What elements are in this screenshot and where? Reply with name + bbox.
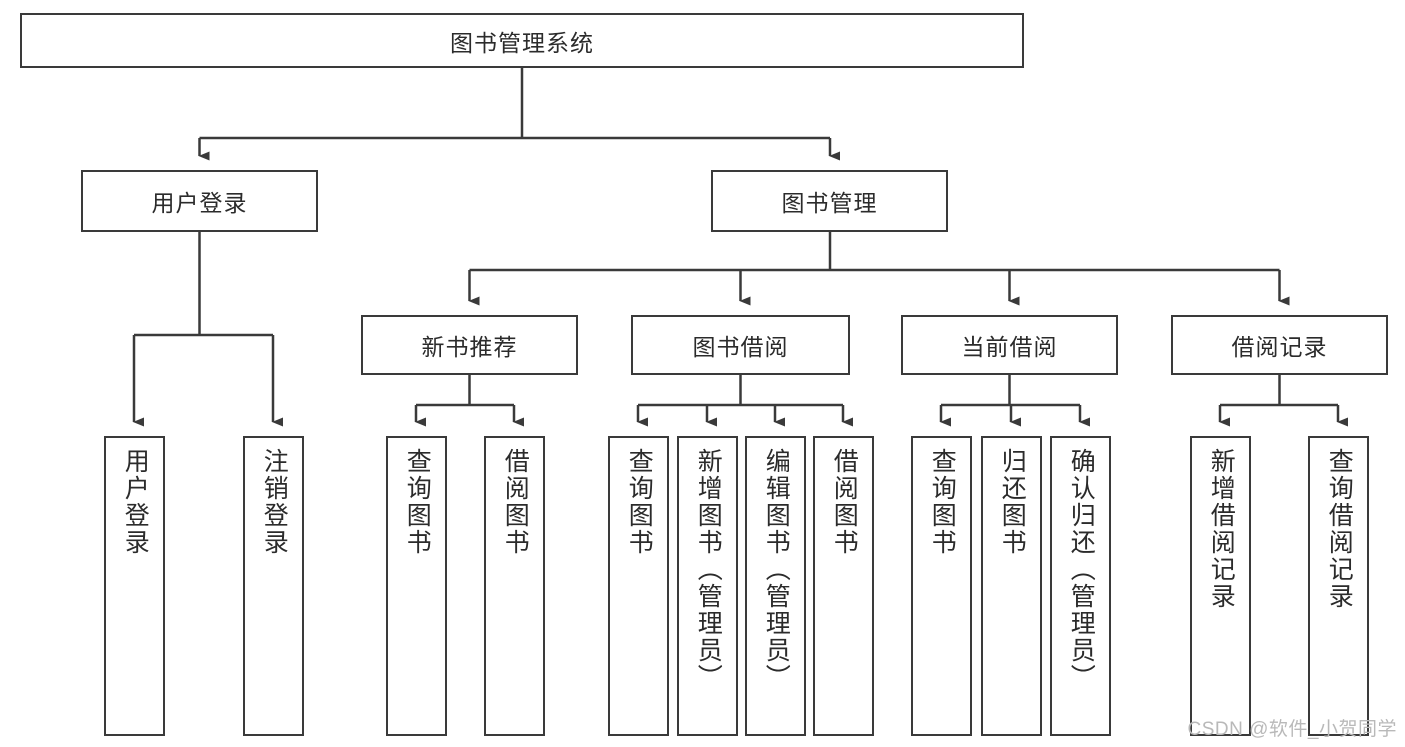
leaf-node[interactable]: 查询图书 [911, 436, 972, 736]
node-current-borrow-label: 当前借阅 [961, 334, 1058, 360]
leaf-node-label: 新增图书（管理员） [694, 448, 723, 691]
leaf-node[interactable]: 用户登录 [104, 436, 165, 736]
leaf-node-label: 查询图书 [928, 448, 957, 556]
leaf-node[interactable]: 查询图书 [608, 436, 669, 736]
node-current-borrow[interactable]: 当前借阅 [901, 315, 1118, 375]
leaf-node[interactable]: 注销登录 [243, 436, 304, 736]
leaf-node[interactable]: 借阅图书 [813, 436, 874, 736]
leaf-node-label: 编辑图书（管理员） [762, 448, 791, 691]
node-root[interactable]: 图书管理系统 [20, 13, 1024, 68]
leaf-node[interactable]: 归还图书 [981, 436, 1042, 736]
node-borrow-record[interactable]: 借阅记录 [1171, 315, 1388, 375]
leaf-node-label: 新增借阅记录 [1207, 448, 1236, 610]
leaf-node-label: 用户登录 [121, 448, 150, 556]
node-book-management-label: 图书管理 [781, 190, 878, 216]
node-book-borrow-label: 图书借阅 [692, 334, 789, 360]
node-user-login-label: 用户登录 [151, 190, 248, 216]
leaf-node-label: 借阅图书 [501, 448, 530, 556]
leaf-node[interactable]: 新增借阅记录 [1190, 436, 1251, 736]
leaf-node[interactable]: 编辑图书（管理员） [745, 436, 806, 736]
watermark-text: CSDN @软件_小贺同学 [1187, 719, 1397, 740]
leaf-node[interactable]: 借阅图书 [484, 436, 545, 736]
leaf-node[interactable]: 查询图书 [386, 436, 447, 736]
node-new-book-recommend-label: 新书推荐 [421, 334, 518, 360]
node-user-login[interactable]: 用户登录 [81, 170, 318, 232]
leaf-node-label: 借阅图书 [830, 448, 859, 556]
node-root-label: 图书管理系统 [450, 29, 594, 56]
node-new-book-recommend[interactable]: 新书推荐 [361, 315, 578, 375]
leaf-node-label: 查询图书 [403, 448, 432, 556]
leaf-node-label: 注销登录 [260, 448, 289, 556]
leaf-node[interactable]: 查询借阅记录 [1308, 436, 1369, 736]
leaf-node[interactable]: 确认归还（管理员） [1050, 436, 1111, 736]
leaf-node-label: 归还图书 [998, 448, 1027, 556]
node-book-borrow[interactable]: 图书借阅 [631, 315, 850, 375]
leaf-node-label: 确认归还（管理员） [1067, 448, 1096, 691]
node-book-management[interactable]: 图书管理 [711, 170, 948, 232]
leaf-node-label: 查询借阅记录 [1325, 448, 1354, 610]
node-borrow-record-label: 借阅记录 [1231, 334, 1328, 360]
leaf-node[interactable]: 新增图书（管理员） [677, 436, 738, 736]
leaf-node-label: 查询图书 [625, 448, 654, 556]
